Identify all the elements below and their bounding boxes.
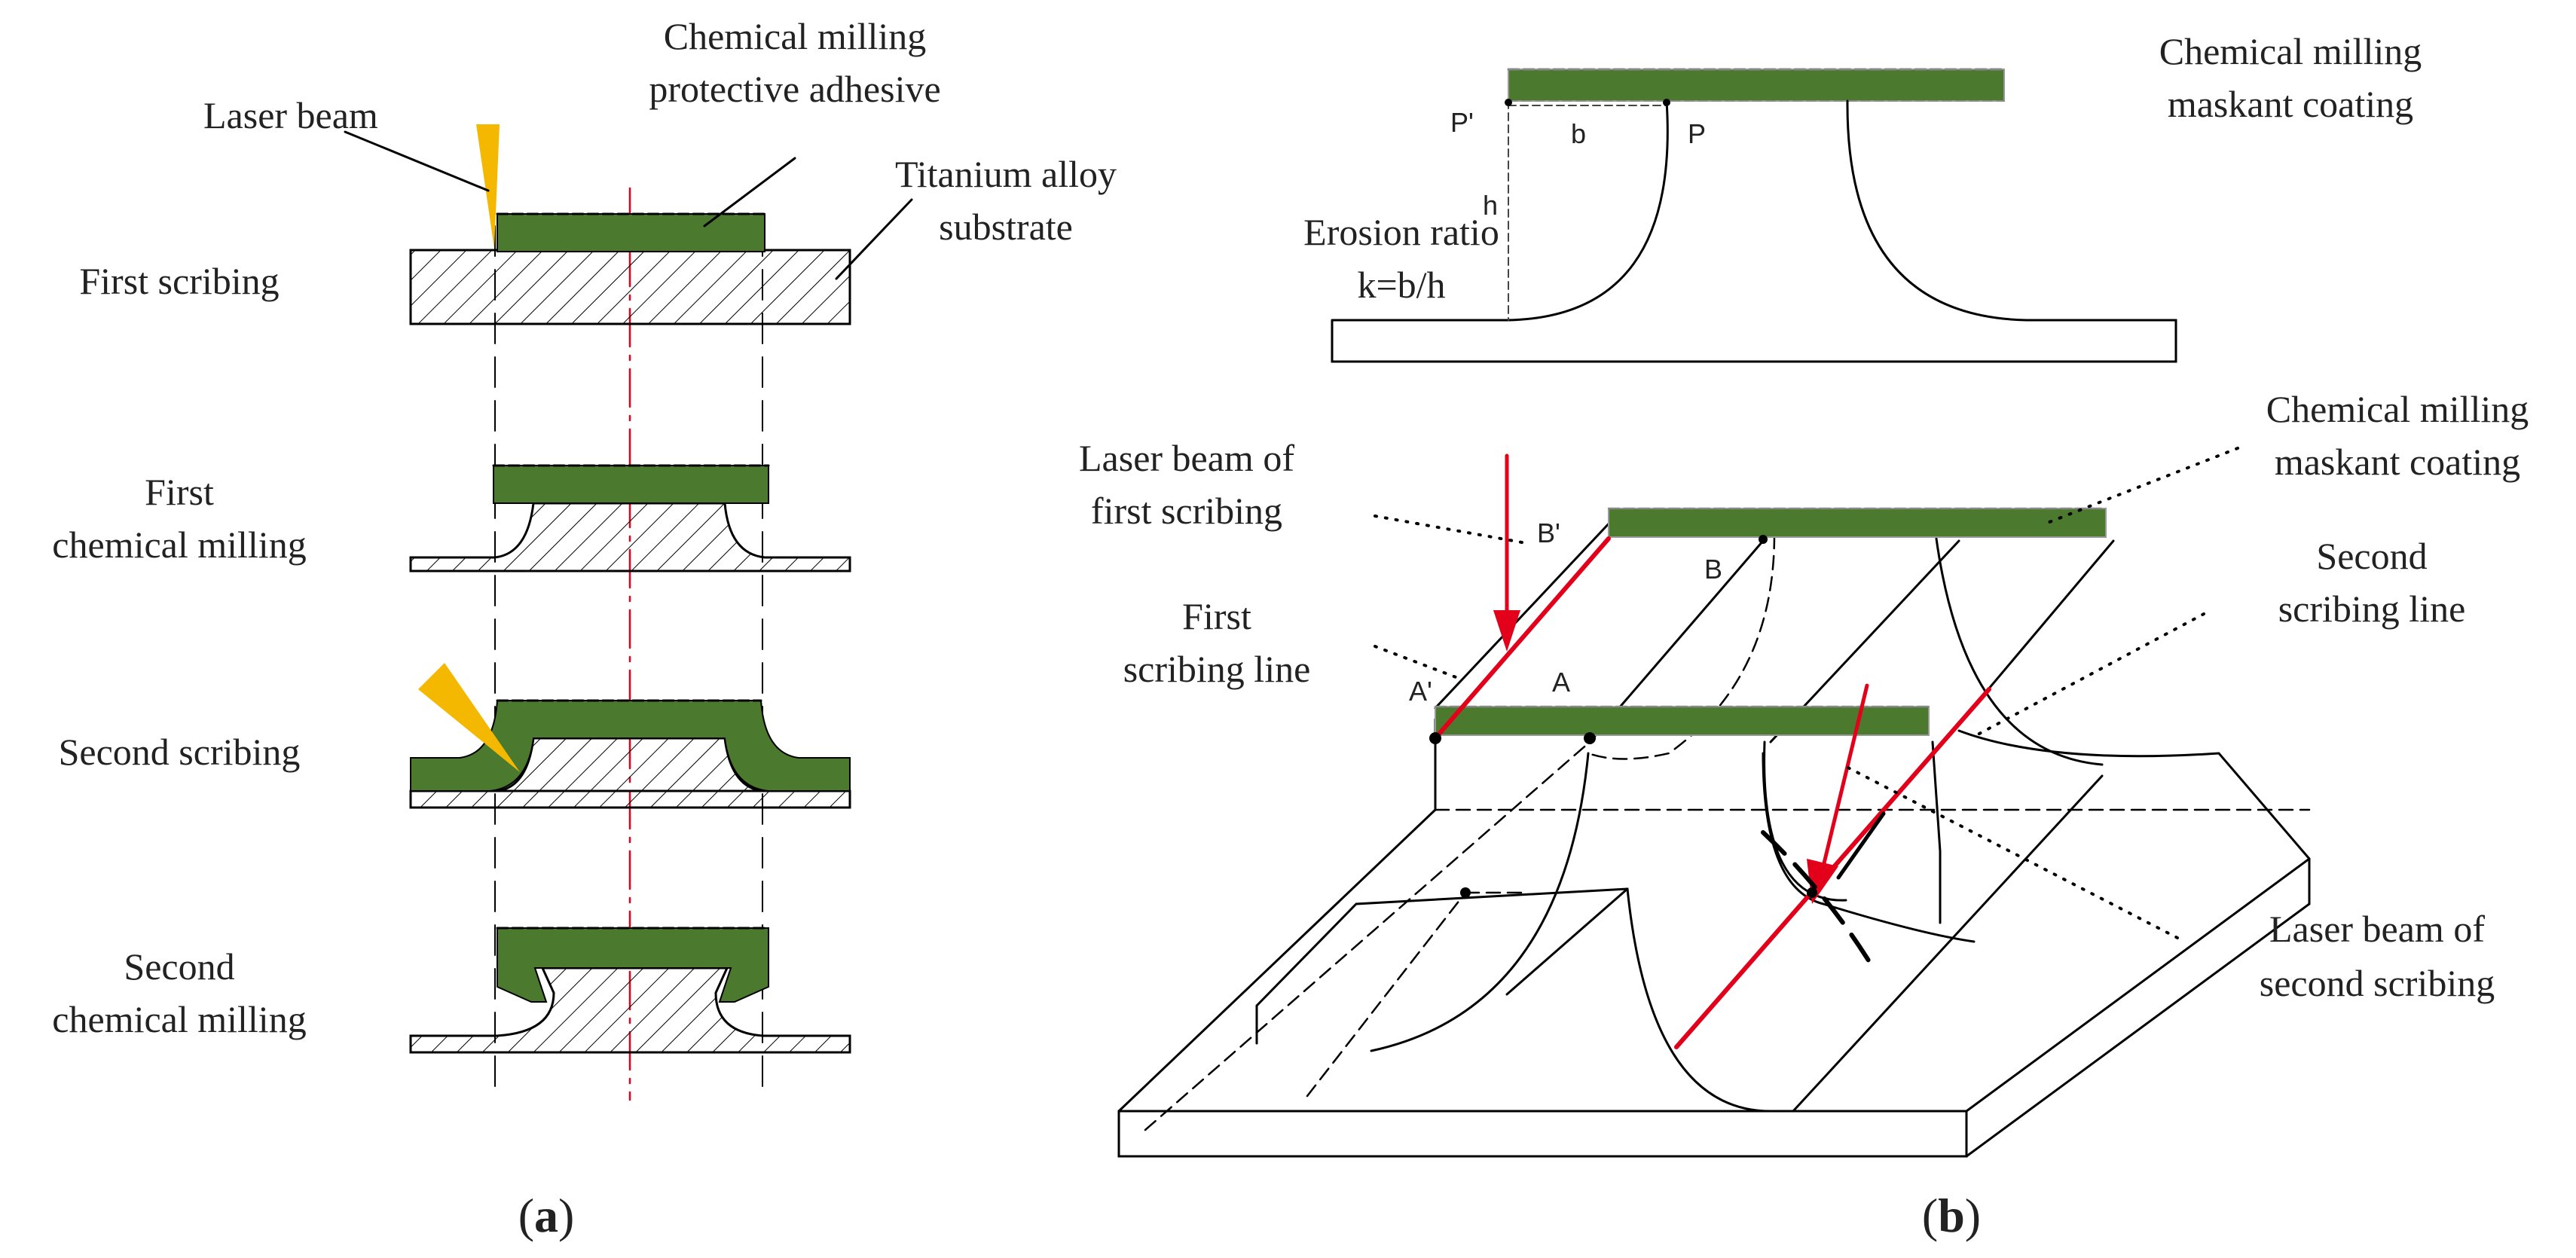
step-first-milling-line2: chemical milling bbox=[52, 524, 306, 566]
step-second-scribing: Second scribing bbox=[59, 731, 301, 773]
point-fillet-marker bbox=[1460, 887, 1471, 898]
point-p: P bbox=[1688, 118, 1706, 149]
label-substrate-line1: Titanium alloy bbox=[895, 153, 1117, 195]
substrate-base bbox=[409, 789, 851, 809]
panel-a: Laser beam Chemical milling protective a… bbox=[52, 15, 1117, 1242]
label-laser-second-line2: second scribing bbox=[2260, 962, 2495, 1004]
label-adhesive-line1: Chemical milling bbox=[664, 15, 927, 57]
substrate-block bbox=[409, 249, 851, 325]
pillar-profile bbox=[1331, 99, 2177, 363]
step-first-scribing-drawing bbox=[344, 124, 913, 325]
label-substrate-line2: substrate bbox=[939, 206, 1073, 248]
base-block bbox=[1117, 718, 2311, 1158]
point-a-upper: A bbox=[1552, 667, 1570, 698]
maskant-coating-top bbox=[1508, 69, 2005, 102]
laser-beam-icon bbox=[418, 663, 520, 772]
point-h-height: h bbox=[1483, 190, 1498, 221]
maskant-back-strip bbox=[1608, 508, 2107, 538]
point-intersection-marker bbox=[1807, 887, 1817, 898]
label-scribing-first-line1: First bbox=[1182, 595, 1251, 637]
step-first-scribing: First scribing bbox=[79, 260, 279, 302]
point-b-upper: B bbox=[1704, 554, 1722, 585]
leader-substrate bbox=[835, 198, 913, 280]
leader-adhesive bbox=[703, 157, 796, 227]
coating-overhang bbox=[497, 927, 769, 1003]
second-laser-arrow bbox=[1821, 683, 1869, 869]
coating-layer bbox=[410, 700, 851, 792]
label-maskant-top-line1: Chemical milling bbox=[2159, 30, 2422, 72]
label-laser-second-line1: Laser beam of bbox=[2269, 908, 2485, 950]
label-erosion-line2: k=b/h bbox=[1357, 264, 1445, 306]
panel-b-3d: B' B A' A Laser beam of first scribing F… bbox=[1079, 388, 2529, 1242]
point-a-prime: A' bbox=[1409, 676, 1432, 707]
label-adhesive-line2: protective adhesive bbox=[649, 68, 940, 110]
label-erosion-line1: Erosion ratio bbox=[1303, 211, 1499, 253]
leader-lines bbox=[1374, 447, 2239, 939]
step-second-scribing-drawing bbox=[409, 663, 851, 809]
point-b-marker bbox=[1759, 535, 1768, 544]
label-maskant-mid-line2: maskant coating bbox=[2275, 441, 2520, 483]
label-laser-first-line1: Laser beam of bbox=[1079, 437, 1294, 479]
panel-b-erosion: P' P b h Erosion ratio k=b/h Chemical mi… bbox=[1303, 30, 2422, 363]
caption-a: (a) bbox=[518, 1189, 575, 1242]
maskant-front-strip bbox=[1435, 706, 1930, 736]
leader-laser-beam bbox=[344, 130, 490, 192]
point-p-prime: P' bbox=[1450, 107, 1474, 138]
step-first-milling-line1: First bbox=[145, 471, 214, 513]
point-p-prime-marker bbox=[1505, 99, 1512, 106]
step-first-milling-drawing bbox=[409, 464, 851, 573]
caption-b: (b) bbox=[1922, 1189, 1981, 1242]
label-laser-beam: Laser beam bbox=[203, 94, 378, 136]
first-laser-arrowhead bbox=[1493, 610, 1520, 652]
point-a-prime-marker bbox=[1429, 732, 1441, 744]
second-scribing-arc bbox=[1761, 830, 1871, 963]
panel-a-labels: Laser beam Chemical milling protective a… bbox=[52, 15, 1117, 1242]
point-a-marker bbox=[1584, 732, 1596, 744]
label-scribing-second-line1: Second bbox=[2316, 535, 2427, 577]
label-maskant-mid-line1: Chemical milling bbox=[2266, 388, 2529, 430]
step-second-milling-line1: Second bbox=[124, 945, 234, 988]
adhesive-layer bbox=[497, 213, 765, 252]
label-laser-first-line2: first scribing bbox=[1091, 490, 1282, 532]
label-scribing-second-line2: scribing line bbox=[2278, 588, 2466, 630]
first-scribing-line bbox=[1433, 536, 1611, 740]
label-scribing-first-line2: scribing line bbox=[1123, 648, 1311, 690]
substrate-milled-3 bbox=[409, 966, 851, 1054]
point-p-marker bbox=[1663, 99, 1670, 106]
point-b-prime: B' bbox=[1537, 518, 1560, 548]
step-second-milling-line2: chemical milling bbox=[52, 998, 306, 1040]
hidden-lines bbox=[1144, 533, 2311, 1131]
label-maskant-top-line2: maskant coating bbox=[2168, 83, 2413, 125]
step-second-milling-drawing bbox=[409, 927, 851, 1054]
point-b-width: b bbox=[1571, 118, 1586, 149]
substrate-milled-1 bbox=[409, 502, 851, 573]
substrate-milled-2 bbox=[497, 737, 763, 792]
laser-beam-icon bbox=[476, 124, 500, 249]
adhesive-layer bbox=[493, 465, 769, 504]
